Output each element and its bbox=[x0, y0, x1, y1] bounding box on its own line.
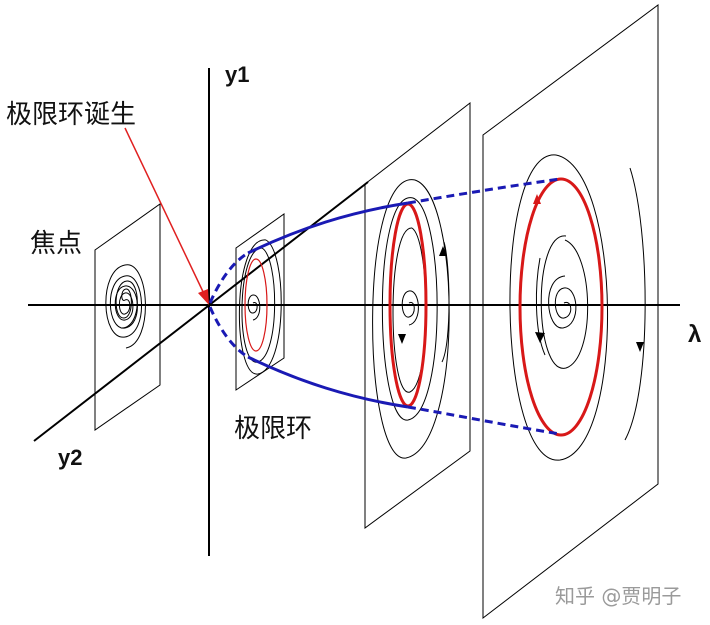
plane-2-spiral bbox=[238, 239, 282, 375]
small-limit-cycle bbox=[244, 258, 268, 352]
focus-spiral bbox=[105, 264, 146, 349]
focus-label: 焦点 bbox=[30, 229, 82, 259]
envelope-lower-solid bbox=[247, 355, 409, 409]
cycle-envelope bbox=[208, 177, 561, 436]
plane-large-cycle bbox=[482, 4, 659, 620]
axes bbox=[28, 68, 680, 556]
large-limit-cycle bbox=[518, 177, 604, 437]
y1-label: y1 bbox=[225, 62, 249, 87]
plane-3-frame bbox=[364, 101, 471, 529]
plane-4-flow-arrow bbox=[533, 194, 541, 204]
plane-4-flow-arrow-3 bbox=[636, 342, 644, 352]
envelope-upper-dashed-1 bbox=[208, 251, 249, 304]
limit-cycle-label: 极限环 bbox=[234, 414, 312, 444]
plane-4-flow-arrow-2 bbox=[535, 332, 545, 343]
plane-focus-frame bbox=[94, 203, 161, 431]
plane-4-frame bbox=[482, 4, 659, 620]
birth-pointer-arrow bbox=[124, 127, 209, 305]
lambda-label: λ bbox=[688, 321, 701, 348]
plane-2-frame bbox=[235, 213, 285, 391]
plane-focus bbox=[94, 203, 161, 431]
watermark: 知乎 @贾明子 bbox=[555, 584, 681, 608]
y2-label: y2 bbox=[58, 445, 82, 470]
plane-medium-cycle bbox=[364, 101, 471, 529]
envelope-lower-dashed-2 bbox=[407, 405, 561, 436]
plane-3-spiral bbox=[372, 179, 450, 459]
envelope-upper-dashed-2 bbox=[407, 177, 561, 205]
plane-3-flow-arrow-2 bbox=[439, 246, 447, 256]
plane-4-spiral bbox=[509, 154, 646, 461]
y2-axis bbox=[33, 181, 369, 442]
plane-3-flow-arrow bbox=[398, 334, 406, 344]
birth-label: 极限环诞生 bbox=[6, 100, 136, 130]
envelope-lower-dashed-1 bbox=[208, 306, 249, 359]
envelope-upper-solid bbox=[247, 201, 409, 255]
